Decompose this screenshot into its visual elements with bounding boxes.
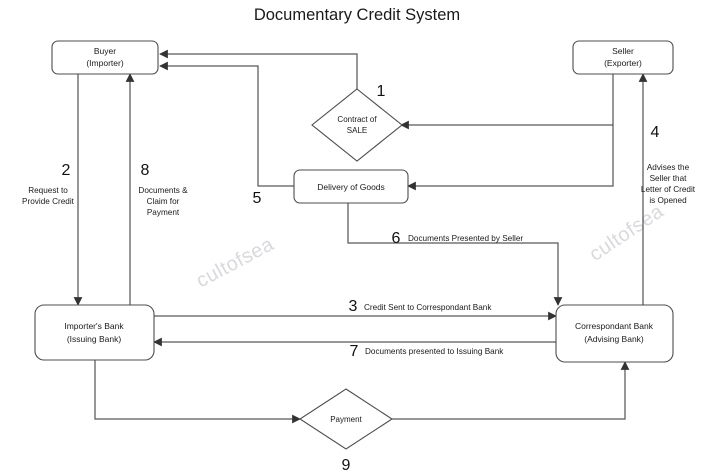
node-delivery-box[interactable] [293,169,409,204]
node-payment[interactable]: Payment [298,388,394,450]
node-correspondant-bank-box[interactable] [555,304,674,363]
edge-5-delivery-to-buyer [159,61,294,187]
step-4-desc-line4: is Opened [649,196,687,205]
step-number-5: 5 [253,190,262,207]
node-seller[interactable]: Seller (Exporter) [572,40,674,75]
step-number-2: 2 [62,162,71,179]
step-2-desc-line2: Provide Credit [22,197,75,206]
step-number-3: 3 [349,298,358,315]
step-number-4: 4 [651,124,660,141]
node-delivery-label: Delivery of Goods [317,182,385,192]
node-buyer[interactable]: Buyer (Importer) [51,40,159,75]
step-8-desc-line1: Documents & [138,186,188,195]
edge-9-payment-in [94,360,301,424]
node-importers-bank-label-line2: (Issuing Bank) [67,334,121,344]
step-label-3: 3 Credit Sent to Correspondant Bank [349,298,493,315]
node-seller-box[interactable] [572,40,674,75]
step-number-6: 6 [392,230,401,247]
step-2-desc-line1: Request to [28,186,68,195]
node-payment-diamond[interactable] [298,388,394,450]
node-payment-label: Payment [330,415,362,424]
edge-1-contract-to-buyer [159,49,358,89]
node-seller-label-line1: Seller [612,46,634,56]
step-number-8: 8 [141,162,150,179]
step-4-desc-line1: Advises the [647,163,690,172]
step-label-4: 4 Advises the Seller that Letter of Cred… [641,124,696,205]
step-3-desc: Credit Sent to Correspondant Bank [364,303,492,312]
node-importers-bank-box[interactable] [34,304,155,361]
step-8-desc-line2: Claim for [147,197,180,206]
node-buyer-label-line1: Buyer [94,46,116,56]
page-title: Documentary Credit System [254,6,460,24]
step-4-desc-line3: Letter of Credit [641,185,696,194]
node-contract-of-sale[interactable]: Contract of SALE [311,88,403,162]
step-label-8: 8 Documents & Claim for Payment [138,162,188,217]
node-importers-bank-label-line1: Importer's Bank [64,321,124,331]
edge-6-documents-presented [347,203,563,306]
edge-seller-to-delivery [407,72,614,191]
node-contract-label-line2: SALE [347,126,367,135]
node-buyer-label-line2: (Importer) [86,58,123,68]
node-buyer-box[interactable] [51,40,159,75]
edge-9-payment-out [392,361,630,420]
node-delivery-of-goods[interactable]: Delivery of Goods [293,169,409,204]
node-correspondant-bank-label-line1: Correspondant Bank [575,321,654,331]
step-label-2: 2 Request to Provide Credit [22,162,75,206]
step-4-desc-line2: Seller that [650,174,688,183]
node-correspondant-bank[interactable]: Correspondant Bank (Advising Bank) [555,304,674,363]
step-6-desc: Documents Presented by Seller [408,234,523,243]
step-number-7: 7 [350,343,359,360]
step-7-desc: Documents presented to Issuing Bank [365,347,504,356]
step-8-desc-line3: Payment [147,208,180,217]
step-number-1: 1 [377,83,386,100]
node-correspondant-bank-label-line2: (Advising Bank) [584,334,644,344]
node-contract-diamond[interactable] [311,88,403,162]
step-label-6: 6 Documents Presented by Seller [392,230,524,247]
node-seller-label-line2: (Exporter) [604,58,642,68]
step-number-9: 9 [342,457,351,474]
step-label-7: 7 Documents presented to Issuing Bank [350,343,505,360]
node-contract-label-line1: Contract of [337,115,377,124]
node-importers-bank[interactable]: Importer's Bank (Issuing Bank) [34,304,155,361]
